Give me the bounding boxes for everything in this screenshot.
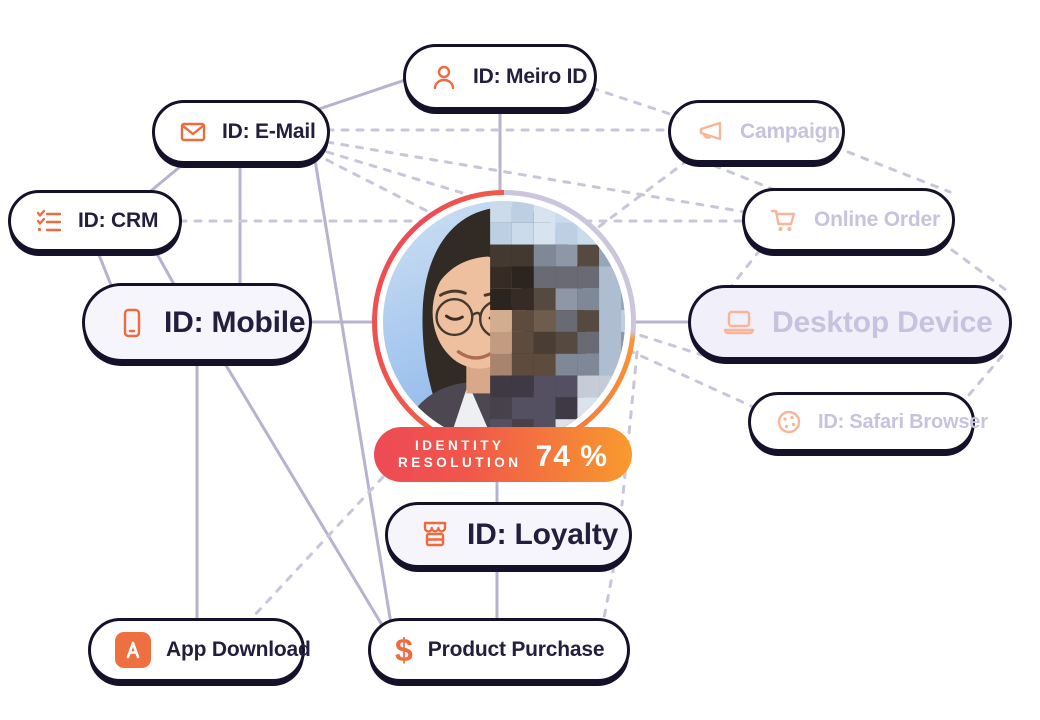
dollar-icon: $ (395, 632, 413, 668)
checklist-icon (35, 207, 63, 235)
storefront-icon (418, 518, 452, 552)
resolution-badge: IDENTITY RESOLUTION 74 % (374, 427, 632, 482)
resolution-badge-text: IDENTITY RESOLUTION (398, 438, 522, 472)
resolution-percent: 74 % (535, 439, 608, 473)
node-safari-browser: ID: Safari Browser (748, 392, 988, 452)
badge-line2: RESOLUTION (398, 454, 522, 470)
glasses-left-lens (435, 297, 474, 337)
node-mobile: ID: Mobile (82, 283, 312, 362)
node-label: ID: E-Mail (222, 120, 316, 143)
node-campaign: Campaign (668, 100, 845, 163)
node-label: Online Order (814, 208, 940, 231)
person-icon (430, 63, 458, 91)
node-label: Campaign (740, 119, 840, 143)
node-label: ID: CRM (78, 209, 159, 232)
node-label: ID: Loyalty (467, 518, 619, 551)
node-email: ID: E-Mail (152, 100, 330, 164)
pixelation-mosaic (490, 201, 625, 443)
smile (456, 350, 494, 360)
app-store-icon (115, 632, 151, 668)
node-app-download: App Download (88, 618, 311, 682)
node-label: Desktop Device (772, 305, 993, 339)
pixelated-portrait (383, 201, 625, 443)
node-label: App Download (166, 638, 311, 661)
node-meiro-id: ID: Meiro ID (403, 44, 597, 110)
megaphone-icon (695, 117, 725, 147)
profile-photo (383, 201, 625, 443)
smartphone-icon (115, 306, 149, 340)
node-product-purchase: $ Product Purchase (368, 618, 630, 682)
node-desktop-device: Desktop Device (688, 285, 1012, 360)
envelope-icon (179, 118, 207, 146)
laptop-icon (721, 305, 757, 341)
dashed-connections (178, 86, 1008, 625)
node-label: ID: Meiro ID (473, 65, 588, 88)
node-crm: ID: CRM (8, 190, 182, 252)
node-label: ID: Mobile (164, 305, 306, 339)
node-loyalty: ID: Loyalty (385, 502, 632, 568)
node-label: ID: Safari Browser (818, 410, 988, 433)
identity-ring (372, 190, 636, 454)
node-online-order: Online Order (742, 188, 955, 252)
node-label: Product Purchase (427, 638, 605, 661)
cart-icon (769, 205, 799, 235)
cookie-icon (775, 408, 803, 436)
badge-line1: IDENTITY (415, 437, 505, 453)
